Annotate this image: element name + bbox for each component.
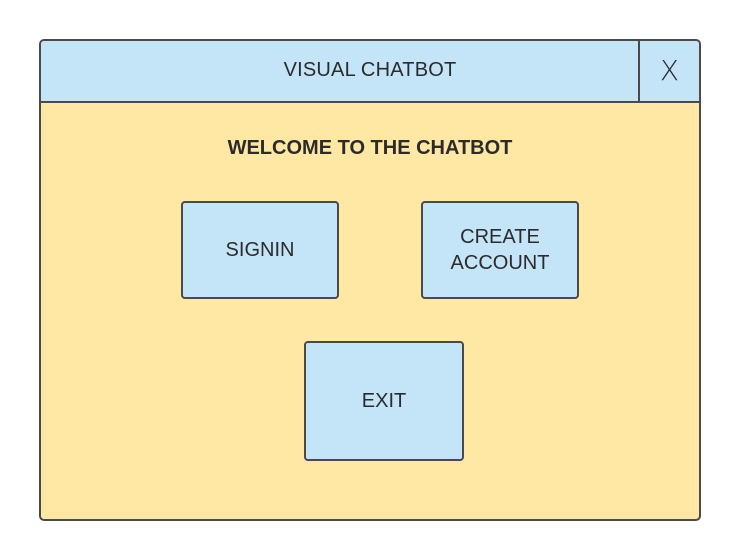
welcome-heading: WELCOME TO THE CHATBOT xyxy=(227,137,513,159)
close-divider xyxy=(638,41,640,101)
create-account-button[interactable]: CREATE ACCOUNT xyxy=(421,201,579,299)
exit-button[interactable]: EXIT xyxy=(304,341,464,461)
signin-button[interactable]: SIGNIN xyxy=(181,201,339,299)
chatbot-window: VISUAL CHATBOT X WELCOME TO THE CHATBOT … xyxy=(39,39,701,521)
exit-button-label: EXIT xyxy=(361,390,407,412)
create-account-button-label: CREATE ACCOUNT xyxy=(450,226,550,274)
title-bar: VISUAL CHATBOT X xyxy=(41,41,699,103)
close-button[interactable]: X xyxy=(659,54,680,87)
window-title: VISUAL CHATBOT xyxy=(283,59,457,81)
signin-button-label: SIGNIN xyxy=(225,239,295,261)
